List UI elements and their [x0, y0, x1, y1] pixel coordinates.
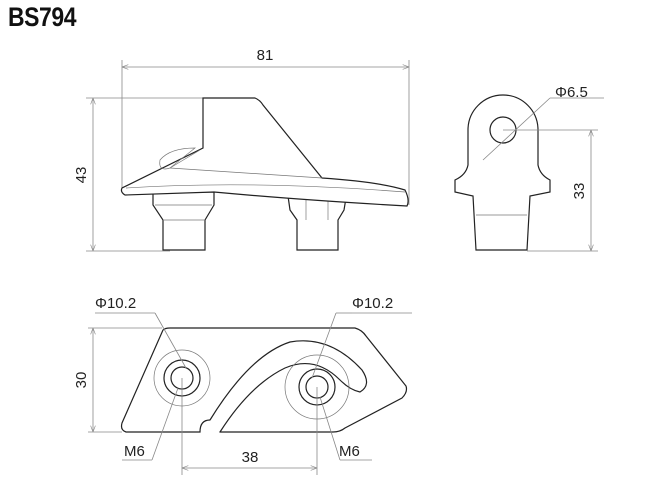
left-hole-diameter: Φ10.2 [95, 295, 136, 312]
spacing-dimension: 38 [242, 449, 259, 466]
product-code-title: BS794 [8, 2, 77, 32]
height-dimension: 43 [73, 167, 90, 184]
end-hole-diameter: Φ6.5 [555, 84, 588, 101]
right-hole-diameter: Φ10.2 [352, 295, 393, 312]
end-height-dimension: 33 [571, 183, 588, 200]
end-view: Φ6.5 33 [454, 84, 604, 252]
left-thread-size: M6 [124, 443, 145, 460]
side-view: 81 43 [73, 47, 410, 252]
top-view: Φ10.2 Φ10.2 30 38 M6 M6 [73, 295, 412, 475]
width-dimension: 81 [257, 47, 274, 64]
depth-dimension: 30 [73, 372, 90, 389]
right-thread-size: M6 [339, 443, 360, 460]
